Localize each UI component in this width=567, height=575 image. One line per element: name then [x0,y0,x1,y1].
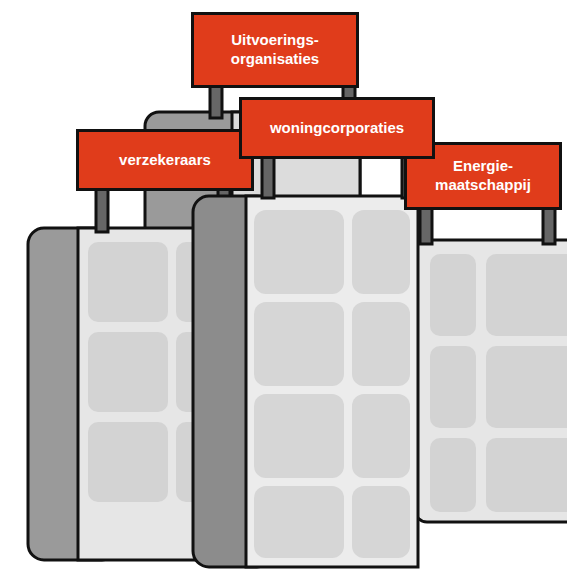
cabinet-tile [352,394,410,478]
cabinet-tile [430,438,476,512]
sign-label: woningcorporaties [270,119,404,138]
right-cabinet [415,240,567,522]
cabinet-tile [352,302,410,386]
cabinet-tile [486,346,567,428]
cabinet-tile [352,486,410,558]
cabinet-tile [88,242,168,322]
sign-pole [262,154,274,198]
sign-board: verzekeraars [76,129,254,191]
front-cabinet-front [246,196,418,567]
cabinet-tile [254,394,344,478]
cabinet-tile [486,254,567,336]
cabinet-tile [352,210,410,294]
cabinet-tile [254,210,344,294]
sign-pole [96,186,108,232]
cabinet-tile [486,438,567,512]
sign-board: woningcorporaties [239,97,435,159]
sign-label: verzekeraars [119,151,211,170]
cabinet-tile [430,254,476,336]
sign-board: Uitvoerings- organisaties [191,12,359,88]
cabinet-tile [88,422,168,502]
sign-label: Uitvoerings- organisaties [202,31,348,69]
cabinet-tile [88,332,168,412]
cabinet-tile [254,486,344,558]
sign-pole [210,84,222,118]
cabinet-tile [430,346,476,428]
sign-label: Energie- maatschappij [415,157,551,195]
cabinet-tile [254,302,344,386]
